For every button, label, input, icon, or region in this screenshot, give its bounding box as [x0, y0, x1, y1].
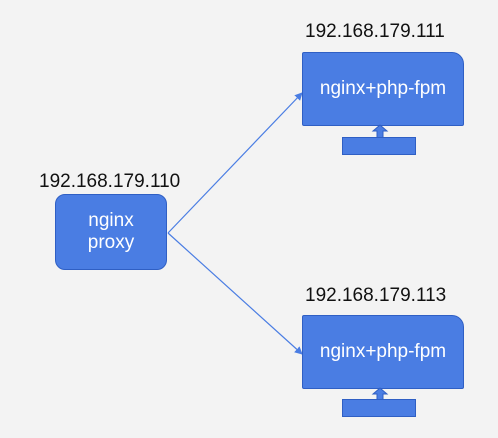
server-2-monitor: nginx+php-fpm	[302, 315, 464, 389]
connector-to-server-1	[167, 92, 303, 234]
server-2-label: nginx+php-fpm	[319, 341, 447, 362]
server-2-ip-label: 192.168.179.113	[305, 285, 447, 306]
server-1-ip-label: 192.168.179.111	[305, 21, 445, 42]
server-2-base	[342, 399, 416, 417]
proxy-node: nginx proxy	[55, 194, 167, 270]
server-1-base	[342, 137, 416, 155]
proxy-label-line1: nginx	[88, 210, 134, 231]
proxy-ip-label: 192.168.179.110	[39, 171, 181, 192]
server-1-label: nginx+php-fpm	[319, 78, 447, 99]
connector-to-server-2	[167, 232, 303, 355]
server-1-stand-icon	[371, 124, 389, 140]
server-2-stand-icon	[371, 387, 389, 403]
proxy-label-line2: proxy	[87, 232, 135, 253]
server-1-monitor: nginx+php-fpm	[302, 52, 464, 126]
